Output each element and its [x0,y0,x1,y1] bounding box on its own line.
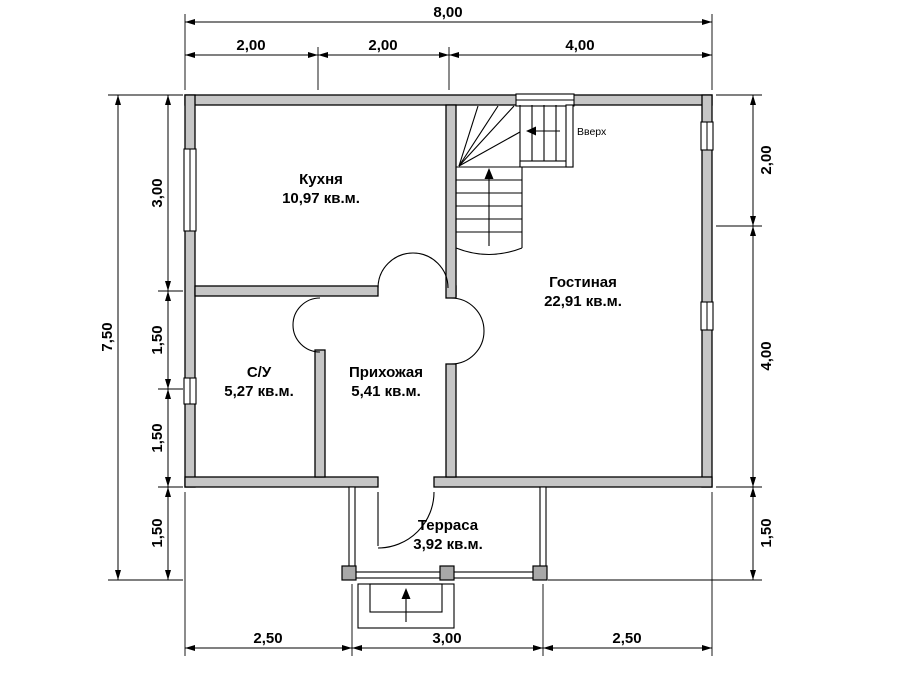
dim-label-right-3: 1,50 [758,518,775,547]
window-bathroom-left [183,377,197,405]
terrace [341,486,548,629]
wall-hall-living-upper [445,104,457,299]
staircase: Вверх [455,104,607,255]
terrace-rail-left [348,486,356,579]
extension-lines [108,14,762,656]
stairs-rail-right [565,104,574,168]
terrace-post-left [341,565,357,581]
room-name-living: Гостиная [549,274,617,291]
dim-label-top-total: 8,00 [433,4,462,21]
outer-walls [184,94,713,488]
terrace-post-middle [439,565,455,581]
stairs-winder-tread [458,131,521,167]
dim-label-right-1: 2,00 [758,145,775,174]
wall-bottom-right [433,476,713,488]
wall-bottom-left [184,476,379,488]
dim-label-top-3: 4,00 [565,37,594,54]
dim-label-bottom-2: 3,00 [432,630,461,647]
room-name-hall: Прихожая [349,364,423,381]
door-arc-kitchen [377,252,449,289]
wall-bathroom-hall [314,349,326,478]
dim-label-top-2: 2,00 [368,37,397,54]
doors [292,252,485,549]
interior-walls [194,104,457,478]
stairs-up-arrowhead [484,168,494,179]
room-area-kitchen: 10,97 кв.м. [282,190,360,207]
wall-top [184,94,713,106]
dimension-lines [115,19,756,651]
dim-label-right-2: 4,00 [758,341,775,370]
terrace-post-right [532,565,548,581]
room-name-kitchen: Кухня [299,171,343,188]
terrace-rail-right [539,486,547,579]
door-arc-bathroom [292,297,321,353]
door-arc-entrance [377,491,435,549]
wall-right [701,94,713,488]
dim-label-top-1: 2,00 [236,37,265,54]
dim-label-left-1: 3,00 [149,178,166,207]
window-living-right-lower [700,301,714,331]
dim-label-left-2: 1,50 [149,325,166,354]
dim-label-left-3: 1,50 [149,423,166,452]
room-area-living: 22,91 кв.м. [544,293,622,310]
room-labels: Кухня 10,97 кв.м. Гостиная 22,91 кв.м. С… [224,171,622,553]
room-name-bathroom: С/У [247,364,272,381]
stairs-left-arrowhead [526,126,536,136]
dim-label-bottom-3: 2,50 [612,630,641,647]
room-area-hall: 5,41 кв.м. [351,383,421,400]
windows [183,93,714,405]
room-area-bathroom: 5,27 кв.м. [224,383,294,400]
room-area-terrace: 3,92 кв.м. [413,536,483,553]
stairs-winder-tread [458,105,499,167]
window-kitchen-left [183,148,197,232]
dim-label-bottom-1: 2,50 [253,630,282,647]
dim-label-left-total: 7,50 [99,322,116,351]
stairs-bottom-curve [455,247,523,255]
door-arc-living [450,297,485,365]
window-living-right-upper [700,121,714,151]
steps-up-arrowhead [401,588,411,599]
stairs-winder-tread [458,105,479,167]
stairs-up-label: Вверх [577,126,607,138]
dim-label-left-4: 1,50 [149,518,166,547]
stairs-rail-bottom [519,160,574,168]
dimension-labels: 8,00 2,00 2,00 4,00 7,50 3,00 1,50 1,50 … [99,4,775,647]
wall-kitchen-bottom [194,285,379,297]
window-stairs-top [515,93,575,107]
stairs-winder-tread [458,105,515,167]
wall-hall-living-lower [445,363,457,478]
room-name-terrace: Терраса [418,517,479,534]
